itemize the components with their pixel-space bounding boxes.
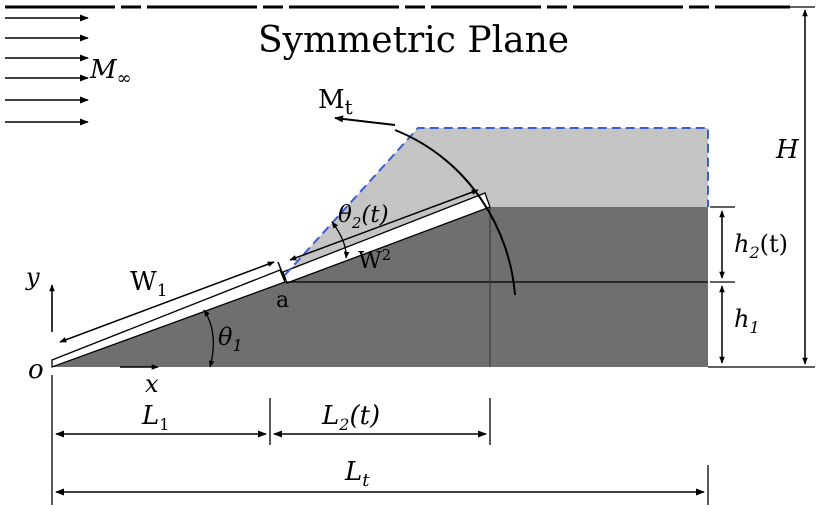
w1-dimension-arrow [59,261,275,343]
w1-label: W1 [130,267,168,301]
y-axis-label: y [25,263,40,291]
L2-label: L2(t) [321,401,380,434]
rotation-arc [394,129,516,296]
tip-speed-label: Mt [318,85,353,119]
freestream-arrows [5,14,89,126]
H-label: H [775,135,800,165]
L1-label: L1 [141,401,169,434]
x-axis-label: x [145,370,159,398]
Lt-label: Lt [344,457,370,491]
w2-label: W2 [358,246,391,274]
theta2-label: θ2(t) [338,202,389,232]
origin-label: o [28,355,44,385]
theta1-arc [203,309,215,368]
w2-dimension-arrow [289,189,479,261]
title: Symmetric Plane [258,20,569,61]
h2-label: h2(t) [734,230,788,262]
a-tick [277,261,286,281]
h1-label: h1 [734,305,760,337]
point-a-label: a [276,288,289,313]
freestream-label: M∞ [89,55,132,89]
theta1-label: θ1 [218,323,243,355]
tip-speed-arrow [334,115,396,126]
theta2-arc [331,221,350,259]
